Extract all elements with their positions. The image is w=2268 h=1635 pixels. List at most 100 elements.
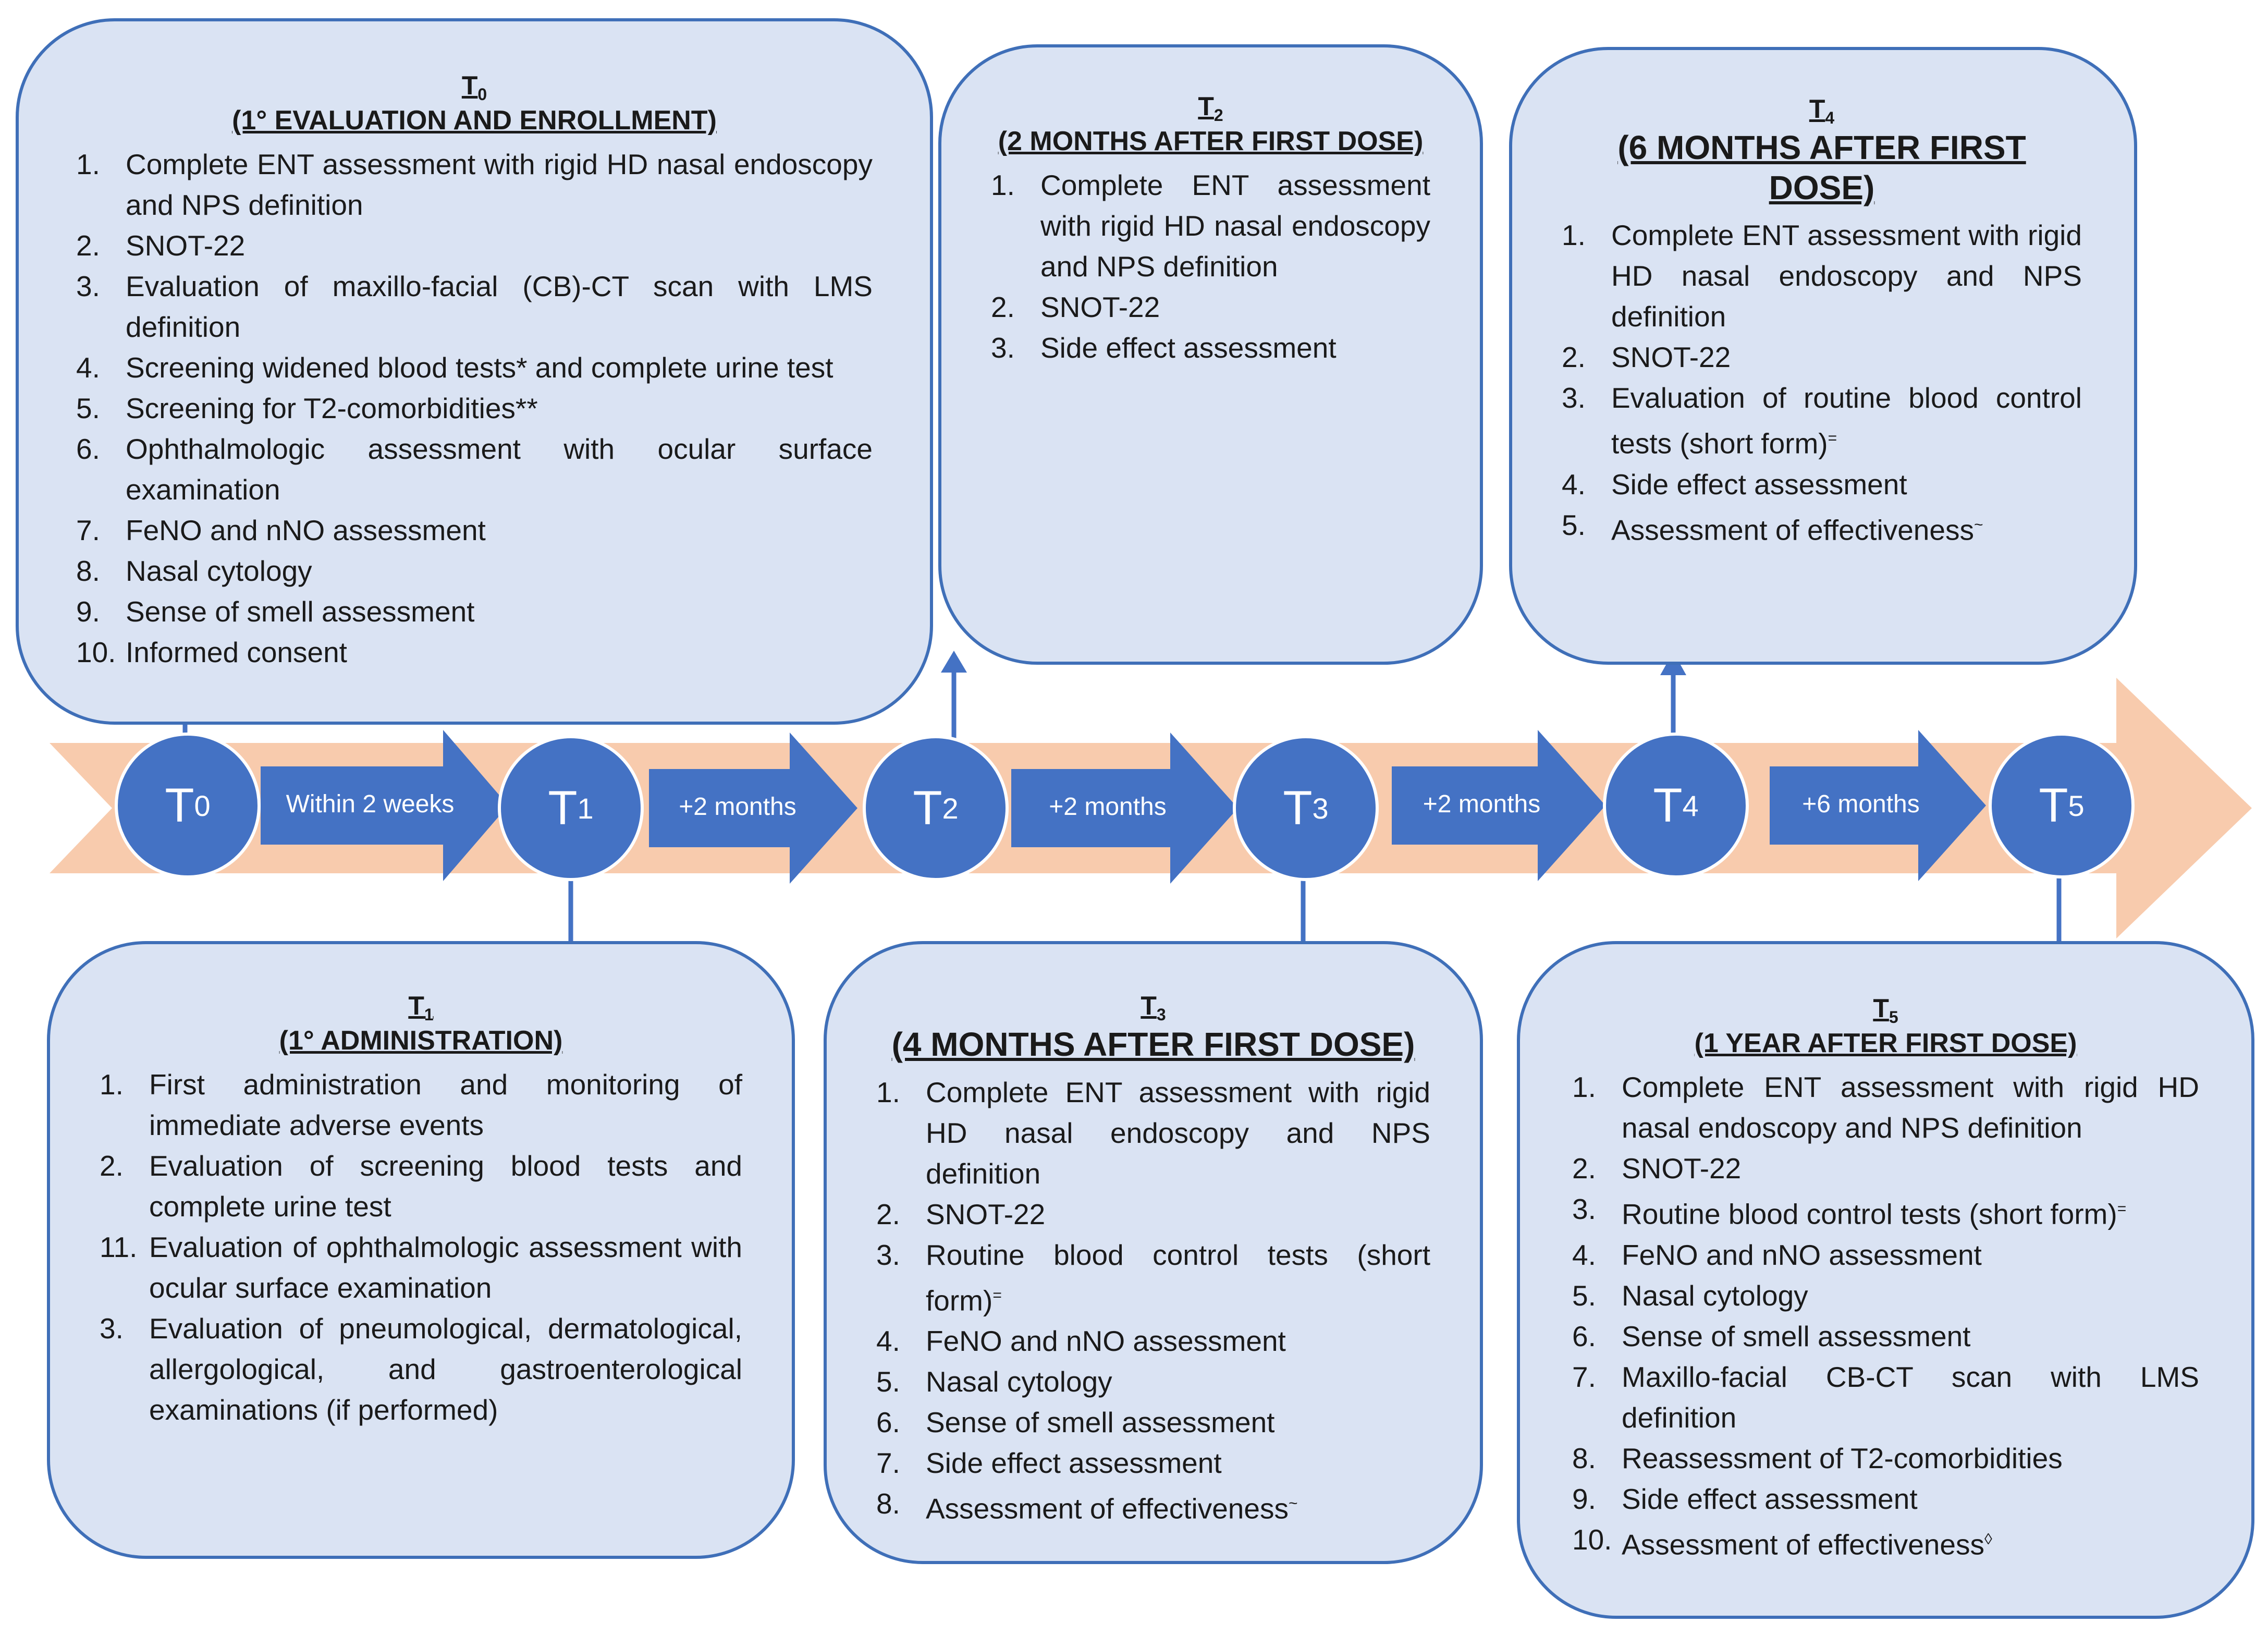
list-item-label: Ophthalmologic assessment with ocular su… — [126, 433, 873, 506]
list-item: 7.Side effect assessment — [876, 1443, 1430, 1483]
list-item-label: Side effect assessment — [1611, 468, 1907, 501]
list-item-text: Ophthalmologic assessment with ocular su… — [126, 429, 873, 510]
list-item-label: FeNO and nNO assessment — [926, 1324, 1286, 1357]
list-item-label: Assessment of effectiveness — [1611, 514, 1974, 546]
list-item-text: Evaluation of routine blood control test… — [1611, 377, 2082, 463]
list-item: 10.Informed consent — [76, 632, 873, 673]
list-item: 5.Screening for T2-comorbidities** — [76, 388, 873, 429]
list-item-number: 9. — [76, 595, 100, 628]
list-item-text: FeNO and nNO assessment — [926, 1321, 1430, 1361]
interval-label-5: +6 months — [1802, 790, 1920, 818]
list-item-number: 3. — [1572, 1193, 1596, 1226]
box-t5: T5 (1 YEAR AFTER FIRST DOSE) 1.Complete … — [1517, 941, 2254, 1619]
list-item-label: FeNO and nNO assessment — [126, 514, 486, 547]
list-item-label: SNOT-22 — [1622, 1152, 1742, 1185]
list-item: 3.Evaluation of routine blood control te… — [1562, 377, 2082, 463]
list-item-text: SNOT-22 — [1622, 1148, 2199, 1189]
list-item-label: Nasal cytology — [1622, 1279, 1808, 1312]
list-item-label: Evaluation of routine blood control test… — [1611, 382, 2082, 460]
list-item-text: Evaluation of ophthalmologic assessment … — [149, 1227, 742, 1308]
list-item-text: Informed consent — [126, 632, 873, 673]
list-item-label: Sense of smell assessment — [126, 595, 475, 628]
list-item-text: Evaluation of screening blood tests and … — [149, 1145, 742, 1227]
list-item-label: Maxillo-facial CB-CT scan with LMS defin… — [1622, 1360, 2199, 1434]
list-item-text: Sense of smell assessment — [926, 1402, 1430, 1443]
list-item: 1.First administration and monitoring of… — [100, 1064, 742, 1145]
list-item-number: 1. — [76, 148, 100, 181]
list-item-number: 4. — [1562, 468, 1586, 501]
list-item-text: Assessment of effectiveness◊ — [1622, 1519, 2199, 1565]
list-item-text: Nasal cytology — [1622, 1275, 2199, 1316]
list-item-text: Assessment of effectiveness~ — [926, 1483, 1430, 1529]
footnote-mark: ~ — [1974, 516, 1983, 533]
list-item-label: Nasal cytology — [926, 1365, 1112, 1398]
list-item: 9. Side effect assessment — [1572, 1479, 2199, 1519]
list-item-number: 1. — [100, 1068, 124, 1101]
box-t0: T0 (1° EVALUATION AND ENROLLMENT) 1.Comp… — [16, 18, 933, 725]
list-item-number: 1. — [876, 1076, 900, 1108]
list-item-number: 2. — [100, 1150, 124, 1182]
box-t1-list: 1.First administration and monitoring of… — [100, 1064, 742, 1430]
list-item-text: Routine blood control tests (short form)… — [1622, 1189, 2199, 1234]
list-item-text: Side effect assessment — [1611, 464, 2082, 505]
list-item-text: Screening for T2-comorbidities** — [126, 388, 873, 429]
list-item-label: Screening for T2-comorbidities** — [126, 392, 538, 425]
interval-label-2: +2 months — [679, 793, 796, 821]
list-item-number: 7. — [76, 514, 100, 547]
list-item: 5.Nasal cytology — [1572, 1275, 2199, 1316]
interval-arrow-3 — [1011, 733, 1238, 884]
box-t2-list: 1.Complete ENT assessment with rigid HD … — [991, 165, 1430, 368]
list-item-label: Side effect assessment — [1622, 1482, 1918, 1515]
list-item-number: 4. — [876, 1324, 900, 1357]
box-t2-title: (2 MONTHS AFTER FIRST DOSE) — [998, 126, 1424, 156]
list-item-number: 2. — [991, 291, 1015, 324]
footnote-mark: ◊ — [1984, 1530, 1992, 1548]
list-item: 8.Assessment of effectiveness~ — [876, 1483, 1430, 1529]
list-item-label: Evaluation of pneumological, dermatologi… — [149, 1312, 742, 1426]
list-item-number: 3. — [76, 270, 100, 303]
list-item: 1.Complete ENT assessment with rigid HD … — [1562, 215, 2082, 337]
list-item-text: Complete ENT assessment with rigid HD na… — [1611, 215, 2082, 337]
footnote-mark: = — [2117, 1200, 2127, 1218]
list-item-text: Complete ENT assessment with rigid HD na… — [1622, 1067, 2199, 1148]
list-item-text: Evaluation of pneumological, dermatologi… — [149, 1308, 742, 1430]
list-item-text: SNOT-22 — [1040, 287, 1430, 327]
box-t4-list: 1.Complete ENT assessment with rigid HD … — [1562, 215, 2082, 550]
list-item-label: Screening widened blood tests* and compl… — [126, 351, 833, 384]
list-item-text: SNOT-22 — [1611, 337, 2082, 377]
list-item: 4. Screening widened blood tests* and com… — [76, 347, 873, 388]
list-item: 3. Evaluation of maxillo-facial (CB)-CT s… — [76, 266, 873, 347]
list-item-label: SNOT-22 — [1040, 291, 1160, 324]
list-item-number: 9. — [1572, 1482, 1596, 1515]
list-item: 2. SNOT-22 — [1562, 337, 2082, 377]
interval-label-4: +2 months — [1423, 790, 1541, 818]
list-item-label: Evaluation of maxillo-facial (CB)-CT sca… — [126, 270, 873, 344]
box-t0-list: 1. Complete ENT assessment with rigid HD … — [76, 144, 873, 673]
footnote-mark: = — [992, 1286, 1002, 1304]
box-t3-list: 1. Complete ENT assessment with rigid HD … — [876, 1072, 1430, 1529]
list-item-text: Complete ENT assessment with rigid HD na… — [126, 144, 873, 225]
box-t5-code: T5 — [1873, 994, 1898, 1027]
list-item-label: Complete ENT assessment with rigid HD na… — [926, 1076, 1430, 1190]
list-item-label: Side effect assessment — [926, 1446, 1222, 1479]
list-item-label: FeNO and nNO assessment — [1622, 1238, 1982, 1271]
list-item: 1. Complete ENT assessment with rigid HD … — [876, 1072, 1430, 1194]
list-item-number: 5. — [876, 1365, 900, 1398]
list-item: 6.Ophthalmologic assessment with ocular … — [76, 429, 873, 510]
box-t5-list: 1. Complete ENT assessment with rigid HD … — [1572, 1067, 2199, 1565]
list-item-number: 2. — [1562, 341, 1586, 374]
footnote-mark: = — [1828, 430, 1837, 447]
list-item-number: 10. — [1572, 1523, 1612, 1556]
interval-arrow-1 — [261, 730, 508, 881]
list-item-number: 4. — [76, 351, 100, 384]
list-item-number: 8. — [76, 555, 100, 588]
list-item-number: 1. — [1572, 1071, 1596, 1104]
list-item: 11.Evaluation of ophthalmologic assessme… — [100, 1227, 742, 1308]
list-item: 1.Complete ENT assessment with rigid HD … — [991, 165, 1430, 287]
list-item-text: Evaluation of maxillo-facial (CB)-CT sca… — [126, 266, 873, 347]
